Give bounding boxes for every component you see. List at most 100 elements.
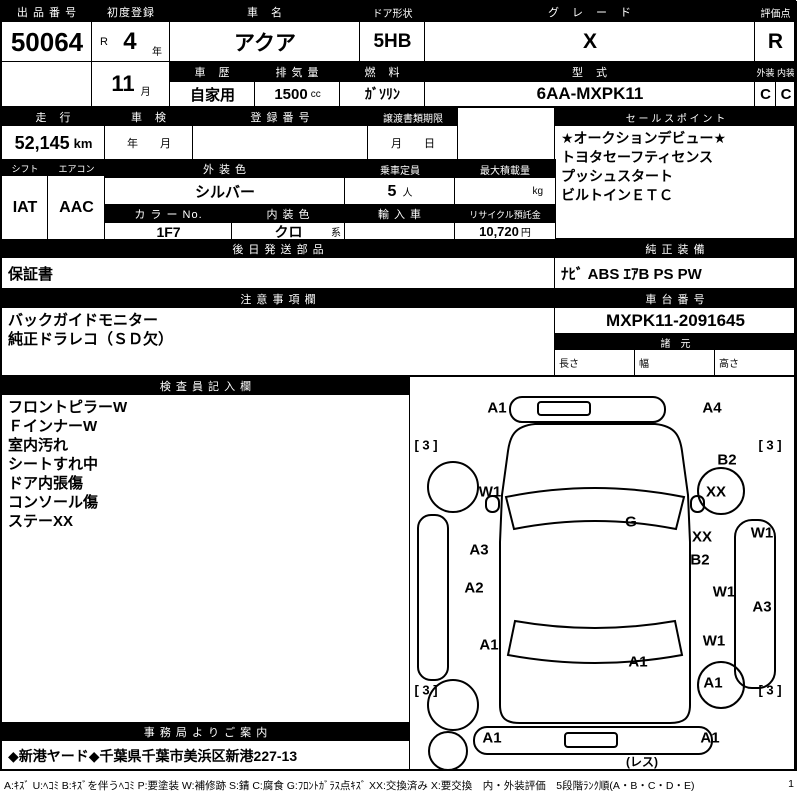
lot-number-header: 出 品 番 号 (1, 1, 93, 23)
divider (2, 375, 796, 377)
import-value (344, 222, 456, 241)
mileage-number: 52,145 (14, 132, 70, 153)
era-letter: R (100, 36, 108, 48)
office-notice-value: ◆新港ヤード◆千葉県千葉市美浜区新港227-13 (1, 740, 411, 771)
car-name-value: アクア (169, 21, 361, 63)
spec-height-cell: 高さ (714, 349, 797, 376)
legend-text: A:ｷｽﾞ U:ﾍｺﾐ B:ｷｽﾞを伴うﾍｺﾐ P:要塗装 W:補修跡 S:錆 … (4, 780, 695, 792)
mileage-header: 走 行 (1, 107, 106, 127)
panel-label: B2 (690, 552, 709, 569)
panel-label: A1 (479, 637, 498, 654)
panel-label: A1 (703, 675, 722, 692)
panel-label: [ 3 ] (758, 438, 781, 453)
list-line: トヨタセーフティセンス (561, 149, 714, 165)
score-header: 評価点 (754, 1, 797, 23)
lot-number-empty-cell (1, 61, 93, 107)
exterior-color-header: 外 装 色 (104, 159, 346, 179)
factory-equipment-value: ﾅﾋﾞ ABS ｴｱB PS PW (554, 257, 797, 289)
fuel-value: ｶﾞｿﾘﾝ (339, 81, 426, 107)
later-shipped-parts-value: 保証書 (1, 257, 556, 289)
inspector-notes-header: 検 査 員 記 入 欄 (1, 376, 411, 396)
car-history-value: 自家用 (169, 81, 256, 107)
displacement-unit: cc (310, 88, 321, 100)
panel-label: [ 3 ] (758, 683, 781, 698)
car-history-header: 車 歴 (169, 61, 256, 83)
registration-number-value (192, 125, 369, 161)
spec-length-cell: 長さ (554, 349, 636, 376)
chassis-number-header: 車 台 番 号 (554, 289, 797, 309)
spec-width-cell: 幅 (634, 349, 716, 376)
shift-value: IAT (1, 175, 49, 241)
page-number: 1 (788, 778, 794, 790)
list-line: プッシュスタート (561, 168, 673, 184)
later-shipped-parts-header: 後 日 発 送 部 品 (1, 239, 556, 259)
panel-label: G (625, 514, 637, 531)
office-notice-header: 事 務 局 よ り ご 案 内 (1, 722, 411, 742)
capacity-unit: 人 (402, 188, 413, 199)
panel-label: [ 3 ] (414, 683, 437, 698)
inspection-expiry-header: 車 検 (104, 107, 194, 127)
registration-number-header: 登 録 番 号 (192, 107, 369, 127)
recycle-deposit-unit: 円 (520, 228, 531, 239)
first-registration-month: 11 月 (91, 61, 171, 107)
grade-value: X (424, 21, 756, 63)
cautions-list: バックガイドモニター純正ドラレコ（ＳＤ欠） (1, 307, 556, 376)
displacement-header: 排 気 量 (254, 61, 341, 83)
panel-label: W1 (713, 584, 736, 601)
panel-label: A3 (469, 542, 488, 559)
shift-header: シフト (1, 159, 49, 177)
panel-label: XX (692, 529, 712, 546)
panel-label: W1 (751, 525, 774, 542)
grade-header: グ レ ー ド (424, 1, 756, 23)
panel-label: A1 (628, 654, 647, 671)
recycle-deposit-value: 10,720 円 (454, 222, 556, 241)
panel-label: XX (706, 484, 726, 501)
recycle-deposit-header: リサイクル預託金 (454, 204, 556, 224)
aircon-header: エアコン (47, 159, 106, 177)
year-unit: 年 (152, 47, 162, 58)
max-load-header: 最大積載量 (454, 159, 556, 179)
panel-label: A1 (700, 730, 719, 747)
interior-score-value: C (775, 81, 797, 107)
list-line: ビルトインＥＴＣ (561, 187, 673, 203)
list-line: ステーXX (8, 513, 74, 530)
panel-label: A1 (482, 730, 501, 747)
panel-label: W1 (703, 633, 726, 650)
legend-row: A:ｷｽﾞ U:ﾍｺﾐ B:ｷｽﾞを伴うﾍｺﾐ P:要塗装 W:補修跡 S:錆 … (4, 778, 794, 793)
list-line: 純正ドラレコ（ＳＤ欠） (8, 331, 174, 348)
interior-color-header: 内 装 色 (231, 204, 346, 224)
first-registration-header: 初度登録 (91, 1, 171, 23)
panel-label: A4 (702, 400, 722, 417)
inspection-expiry-value: 年 月 (104, 125, 194, 161)
capacity-number: 5 (387, 182, 397, 200)
divider (2, 106, 796, 108)
fuel-header: 燃 料 (339, 61, 426, 83)
max-load-value: kg (454, 177, 556, 206)
color-number-value: 1F7 (104, 222, 233, 241)
mileage-value: 52,145 km (1, 125, 106, 161)
exterior-score-value: C (754, 81, 777, 107)
sales-points-list: ★オークションデビュー★トヨタセーフティセンスプッシュスタートビルトインＥＴＣ (554, 125, 797, 239)
exterior-score-header: 外装 (754, 61, 777, 83)
panel-label: [ 3 ] (414, 438, 437, 453)
displacement-number: 1500 (274, 85, 308, 103)
first-registration-year: R 4 年 (91, 21, 171, 63)
list-line: バックガイドモニター (8, 312, 159, 329)
reg-month: 11 (111, 71, 135, 96)
list-line: ドア内張傷 (8, 475, 84, 492)
displacement-value: 1500 cc (254, 81, 341, 107)
reg-year: 4 (123, 28, 137, 55)
exterior-color-value: シルバー (104, 177, 346, 206)
factory-equipment-header: 純 正 装 備 (554, 239, 797, 259)
panel-label: A2 (464, 580, 483, 597)
list-line: シートすれ中 (8, 456, 99, 473)
interior-color-suffix: 系 (331, 228, 341, 239)
mileage-unit: km (73, 135, 93, 151)
panel-label: A1 (487, 400, 506, 417)
interior-color-value: クロ 系 (231, 222, 346, 241)
interior-color-name: クロ (274, 223, 303, 240)
import-header: 輸 入 車 (344, 204, 456, 224)
transfer-docs-deadline-value: 月 日 (367, 125, 459, 161)
aircon-value: AAC (47, 175, 106, 241)
